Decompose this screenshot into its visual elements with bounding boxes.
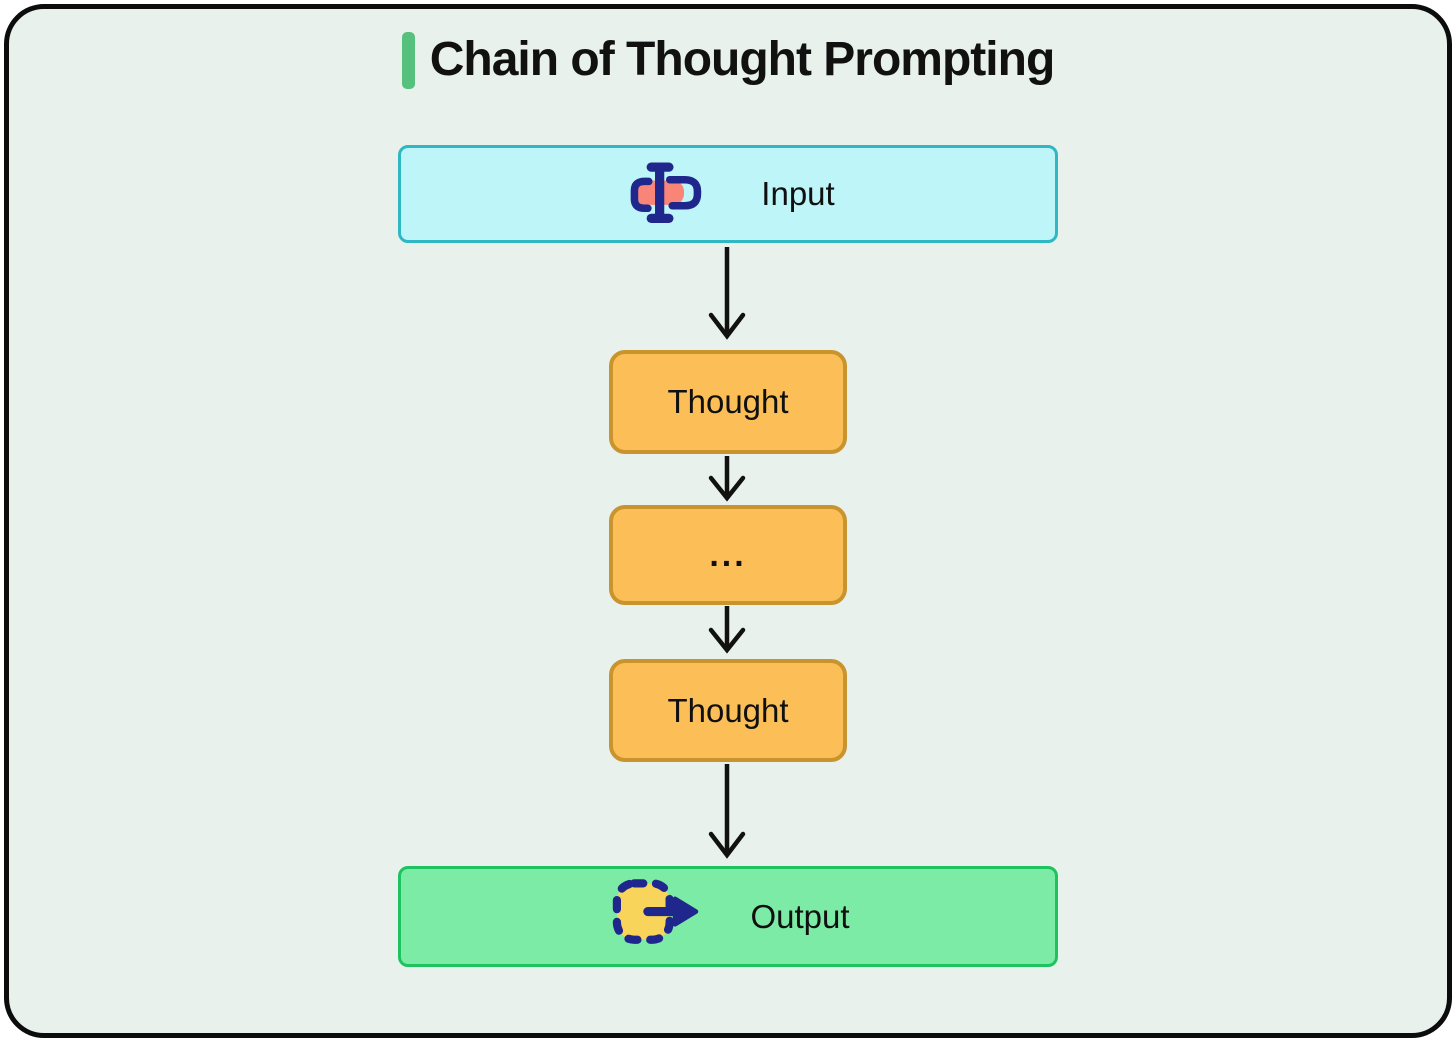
flow-arrow <box>708 606 746 654</box>
flow-arrow <box>708 764 746 859</box>
node-label: Thought <box>667 691 789 729</box>
node-label: Input <box>761 175 835 212</box>
flow-arrow <box>708 247 746 340</box>
flow-arrow <box>708 456 746 502</box>
node-label: Thought <box>667 383 789 420</box>
node-output: Output <box>398 866 1058 967</box>
node-label: ... <box>709 535 747 574</box>
title-row: Chain of Thought Prompting <box>0 30 1456 90</box>
text-input-cursor-icon <box>621 155 705 233</box>
export-arrow-icon <box>606 876 706 958</box>
node-label: Output <box>750 897 850 935</box>
page-title: Chain of Thought Prompting <box>429 33 1056 86</box>
node-input: Input <box>398 145 1058 243</box>
node-thought-1: Thought <box>609 350 847 454</box>
title-accent-bar <box>401 31 415 89</box>
node-thought-2: Thought <box>609 659 847 762</box>
node-ellipsis: ... <box>609 505 847 605</box>
